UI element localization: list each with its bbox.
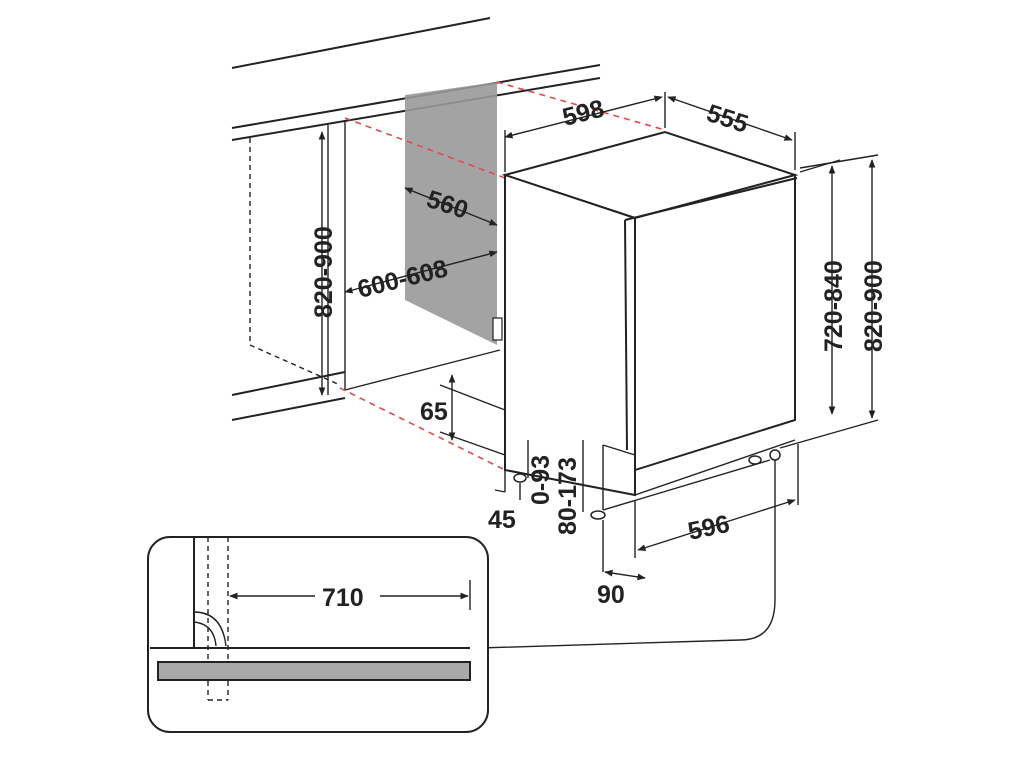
dim-appliance-width-line: [504, 95, 663, 139]
dim-niche-width-line: [344, 250, 498, 294]
niche-back-bracket: [492, 317, 503, 341]
dim-detail-length: 710: [322, 584, 364, 612]
dim-appliance-depth-line: [667, 96, 793, 141]
dim-plinth-range: 80-173: [554, 457, 582, 535]
dim-niche-height: 820-900: [310, 226, 338, 318]
dim-base-width-line: [637, 499, 796, 551]
dim-foot-offset-line: [604, 569, 646, 581]
dishwasher-body: [501, 130, 799, 511]
dim-foot-offset: 90: [597, 581, 625, 609]
detail-door-panel: [157, 661, 471, 681]
dim-niche-depth-line: [404, 187, 498, 226]
detail-inset: [147, 536, 489, 733]
dim-appliance-depth: 555: [703, 99, 751, 139]
dim-gap: 45: [488, 506, 516, 534]
dishwasher-feet: [513, 449, 781, 520]
dim-appliance-width: 598: [560, 95, 607, 132]
dim-door-bottom-range: 0-93: [527, 455, 555, 505]
dim-base-width: 596: [685, 510, 732, 546]
detail-leader-line: [479, 460, 776, 649]
dim-door-height: 720-840: [820, 260, 848, 352]
dim-plinth: 65: [420, 398, 448, 426]
dim-total-height: 820-900: [860, 260, 888, 352]
